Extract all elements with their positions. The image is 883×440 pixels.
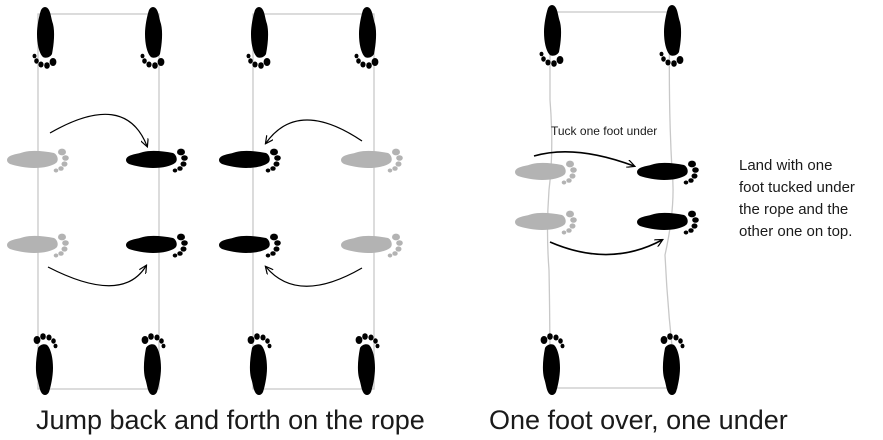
footprint-icon <box>355 7 379 69</box>
footprint-icon <box>660 5 684 67</box>
footprint-icon <box>341 149 403 173</box>
footprint-icon <box>219 234 281 258</box>
curved-arrow-icon <box>549 240 662 256</box>
panel-2 <box>219 7 403 395</box>
caption-left: Jump back and forth on the rope <box>36 405 425 435</box>
panel-1 <box>7 7 188 395</box>
rope-outline <box>546 11 678 389</box>
footprint-icon <box>637 161 699 185</box>
landing-note-line: the rope and the <box>739 201 849 218</box>
footprint-icon <box>141 7 165 69</box>
footprint-icon <box>515 161 577 185</box>
footprint-icon <box>247 7 271 69</box>
footprint-icon <box>637 211 699 235</box>
rope-outline <box>252 13 375 390</box>
footprint-icon <box>341 234 403 258</box>
curved-arrow-icon <box>47 266 146 287</box>
footprint-icon <box>540 5 564 67</box>
panel-3 <box>515 5 699 395</box>
footprint-icon <box>515 211 577 235</box>
footprint-icon <box>141 333 166 395</box>
caption-right: One foot over, one under <box>489 405 788 435</box>
rope-outline <box>37 13 160 390</box>
curved-arrow-icon <box>533 150 634 166</box>
curved-arrow-icon <box>266 119 363 143</box>
footprint-icon <box>33 333 58 395</box>
landing-note-line: foot tucked under <box>739 179 855 196</box>
tuck-label: Tuck one foot under <box>551 124 658 138</box>
footprint-icon <box>126 149 188 173</box>
footprint-icon <box>540 333 565 395</box>
landing-note-line: other one on top. <box>739 223 853 240</box>
footprint-icon <box>247 333 272 395</box>
footprint-icon <box>355 333 380 395</box>
footprint-icon <box>219 149 281 173</box>
curved-arrow-icon <box>49 113 147 146</box>
footprint-icon <box>660 333 685 395</box>
footprint-icon <box>33 7 57 69</box>
landing-note-line: Land with one <box>739 157 833 174</box>
footprint-icon <box>126 234 188 258</box>
curved-arrow-icon <box>266 267 363 287</box>
landing-note: Land with one foot tucked under the rope… <box>739 155 879 243</box>
